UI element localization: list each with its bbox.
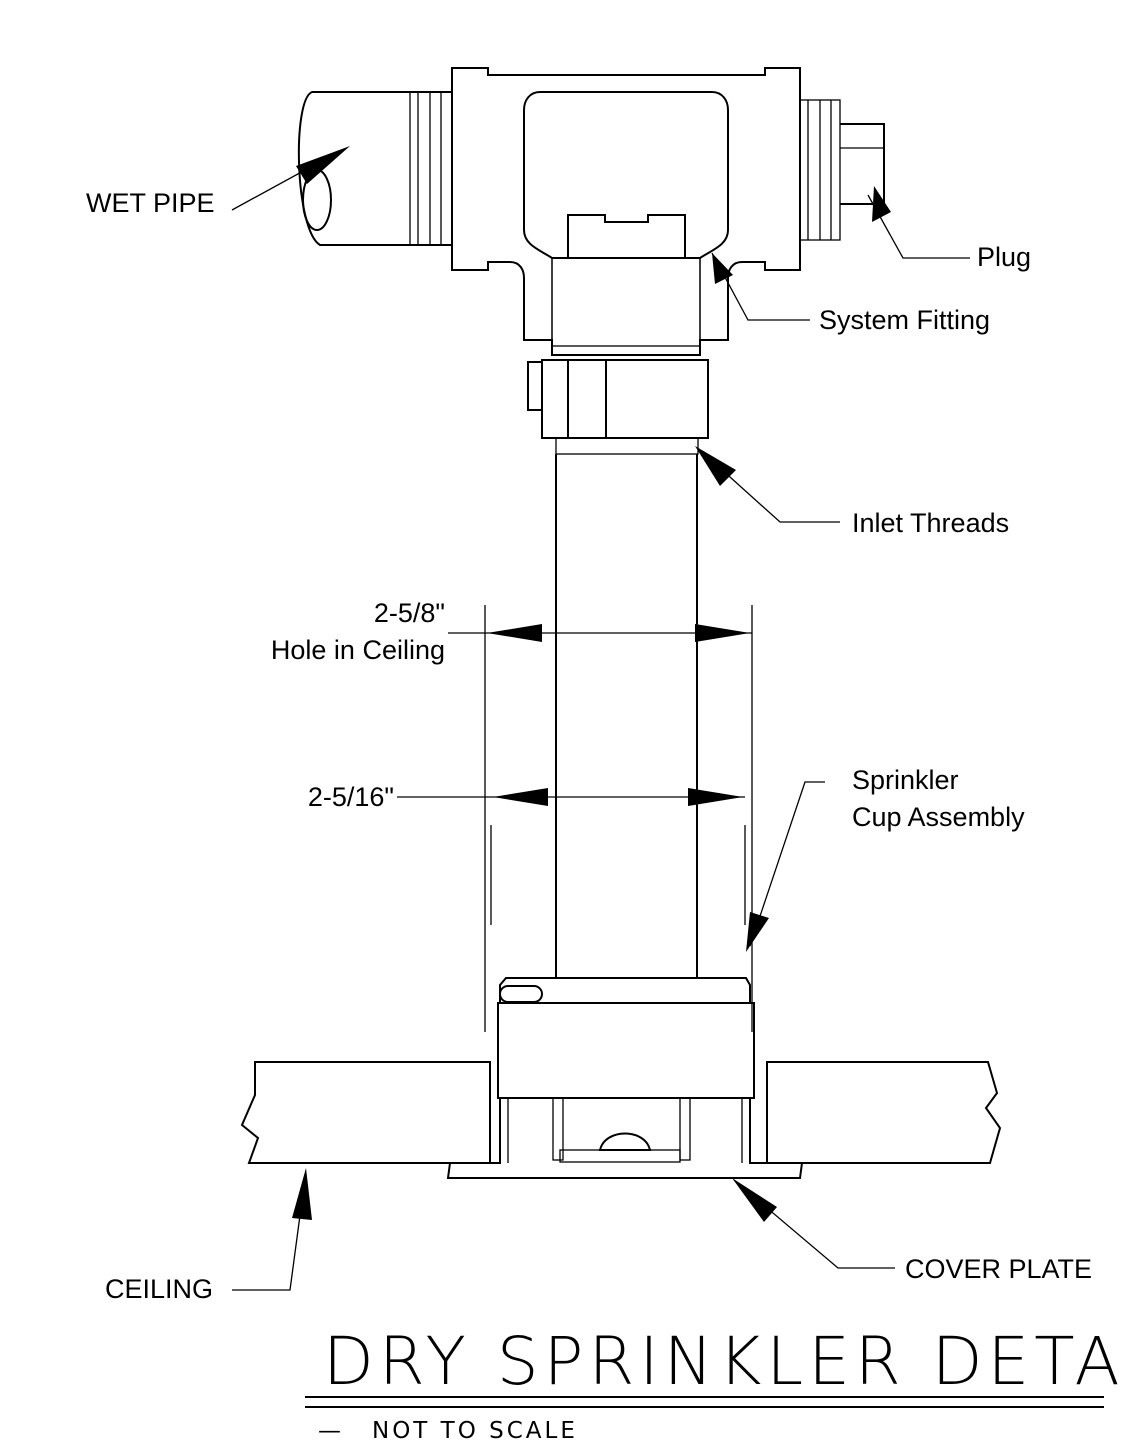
label-cup-assembly: Cup Assembly bbox=[852, 802, 1025, 832]
label-cover-plate: COVER PLATE bbox=[905, 1254, 1092, 1284]
label-hole-dimension: 2-5/8" bbox=[374, 598, 445, 628]
label-sprinkler: Sprinkler bbox=[852, 765, 959, 795]
label-cup-dimension: 2-5/16" bbox=[308, 782, 394, 812]
title-dash: — bbox=[318, 1418, 344, 1441]
hex-nut bbox=[527, 359, 709, 455]
scale-note: NOT TO SCALE bbox=[372, 1418, 578, 1441]
label-ceiling: CEILING bbox=[105, 1274, 213, 1304]
label-wet-pipe: WET PIPE bbox=[86, 188, 215, 218]
system-fitting bbox=[451, 67, 801, 356]
dimension-lines bbox=[397, 605, 753, 1032]
leader-lines bbox=[231, 146, 970, 1291]
plug bbox=[797, 99, 885, 241]
label-hole-in-ceiling: Hole in Ceiling bbox=[271, 635, 445, 665]
sprinkler-cup-assembly bbox=[446, 977, 804, 1179]
drawing-title: DRY SPRINKLER DETAIL bbox=[323, 1323, 1129, 1400]
ceiling-section bbox=[240, 1061, 1002, 1164]
sprinkler-barrel bbox=[555, 454, 698, 978]
label-plug: Plug bbox=[977, 242, 1031, 272]
label-system-fitting: System Fitting bbox=[819, 305, 990, 335]
label-inlet-threads: Inlet Threads bbox=[852, 508, 1009, 538]
